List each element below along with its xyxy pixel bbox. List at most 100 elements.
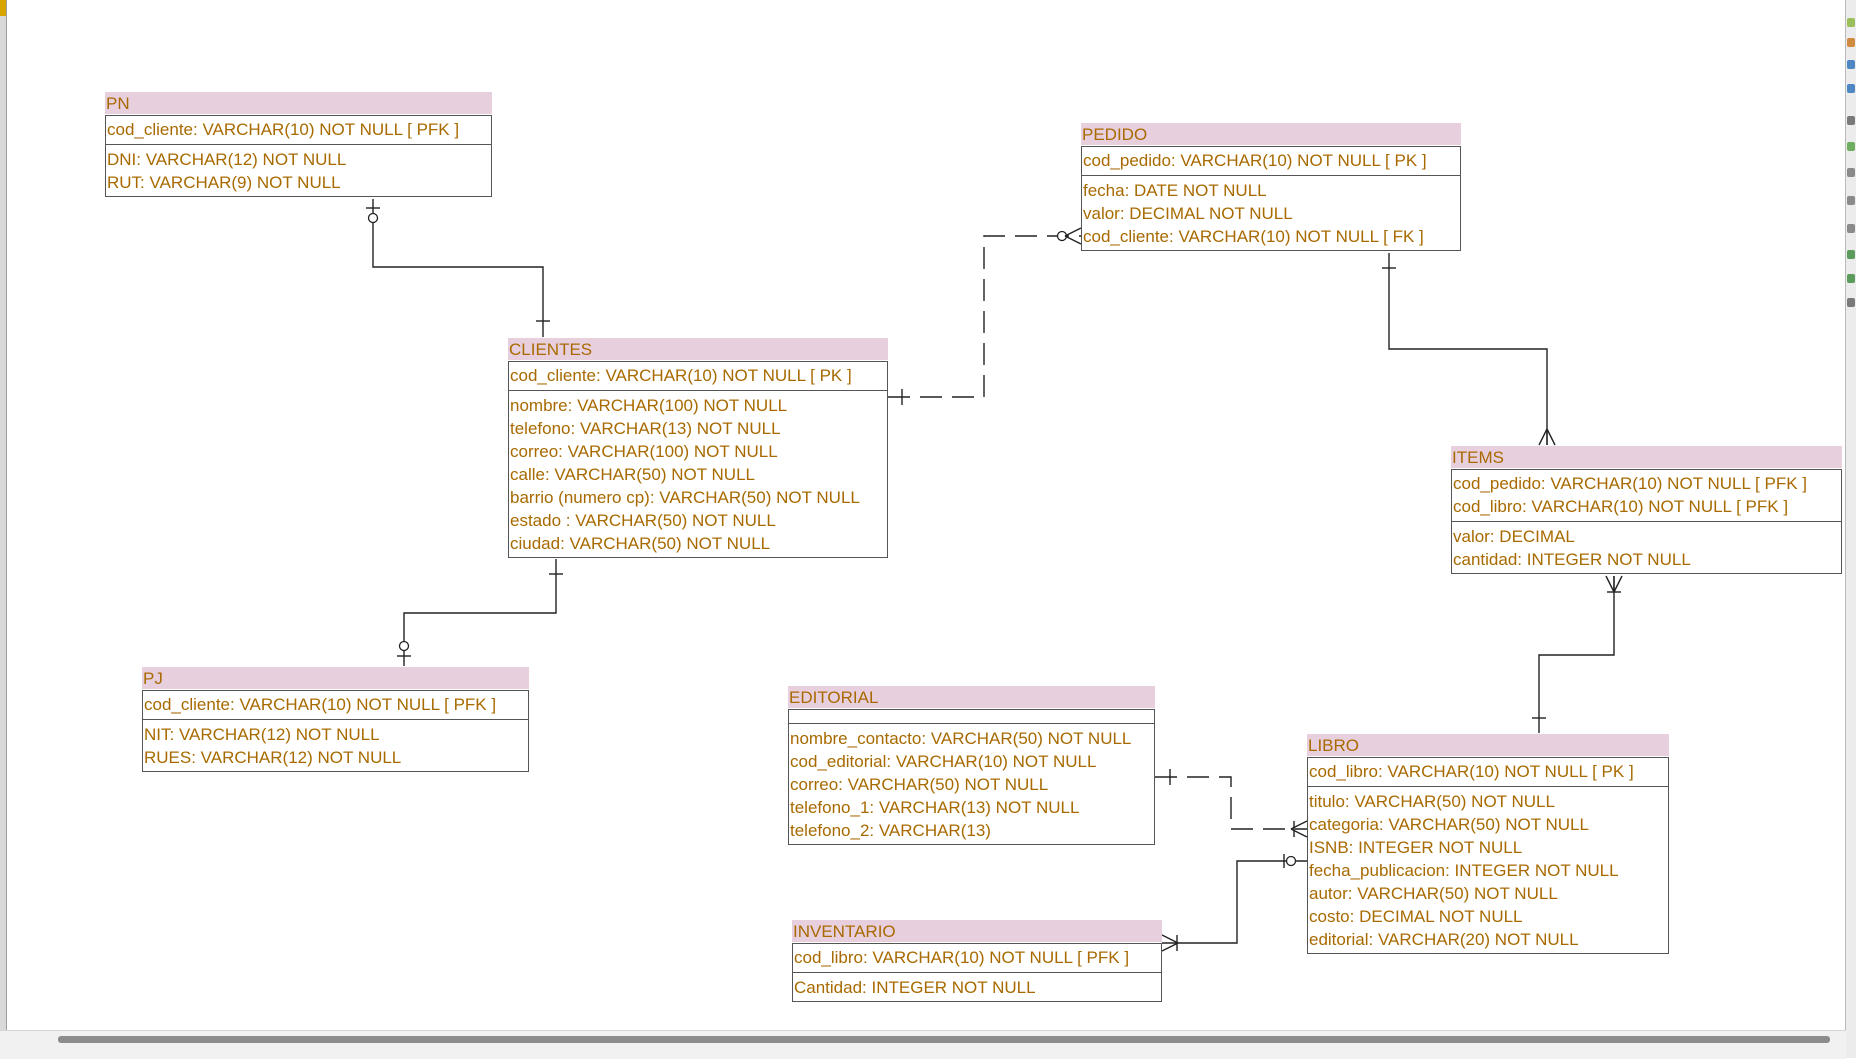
entity-attributes: titulo: VARCHAR(50) NOT NULL categoria: V… [1308,787,1668,953]
table-icon[interactable] [1847,116,1855,125]
entity-keys: cod_cliente: VARCHAR(10) NOT NULL [ PFK … [143,691,528,720]
entity-attributes: nombre_contacto: VARCHAR(50) NOT NULL cod… [789,724,1154,844]
attribute-row: telefono: VARCHAR(13) NOT NULL [510,419,781,438]
entity-libro[interactable]: LIBRO cod_libro: VARCHAR(10) NOT NULL [ … [1307,734,1669,954]
relation-icon[interactable] [1847,250,1855,259]
entity-items[interactable]: ITEMS cod_pedido: VARCHAR(10) NOT NULL [… [1451,446,1842,574]
attribute-row: cod_cliente: VARCHAR(10) NOT NULL [ PK ] [510,366,852,385]
zoom-in-icon[interactable] [1847,18,1855,27]
attribute-row: editorial: VARCHAR(20) NOT NULL [1309,930,1579,949]
attribute-row: nombre_contacto: VARCHAR(50) NOT NULL [790,729,1132,748]
optional-marker [1285,855,1297,867]
attribute-row: cod_pedido: VARCHAR(10) NOT NULL [ PK ] [1083,151,1427,170]
note-icon[interactable] [1847,168,1855,177]
attribute-row: calle: VARCHAR(50) NOT NULL [510,465,755,484]
entity-pedido[interactable]: PEDIDO cod_pedido: VARCHAR(10) NOT NULL … [1081,123,1461,251]
attribute-row: cantidad: INTEGER NOT NULL [1453,550,1691,569]
entity-title: PEDIDO [1081,123,1461,145]
many-marker [1605,575,1615,593]
entity-editorial[interactable]: EDITORIAL nombre_contacto: VARCHAR(50) N… [788,686,1155,845]
attribute-row: cod_libro: VARCHAR(10) NOT NULL [ PFK ] [1453,497,1789,516]
attribute-row: cod_libro: VARCHAR(10) NOT NULL [ PK ] [1309,762,1634,781]
entity-attributes: nombre: VARCHAR(100) NOT NULL telefono: V… [509,391,887,557]
entity-title: ITEMS [1451,446,1842,468]
scrollbar-thumb[interactable] [58,1036,1830,1043]
entity-inventario[interactable]: INVENTARIO cod_libro: VARCHAR(10) NOT NU… [792,920,1162,1002]
entity-attributes: DNI: VARCHAR(12) NOT NULL RUT: VARCHAR(9)… [106,145,491,196]
attribute-row: barrio (numero cp): VARCHAR(50) NOT NULL [510,488,860,507]
attribute-row: telefono_1: VARCHAR(13) NOT NULL [790,798,1080,817]
horizontal-scrollbar[interactable] [0,1030,1846,1059]
entity-title: CLIENTES [508,338,888,360]
right-toolbar [1845,0,1856,1058]
entity-attributes: fecha: DATE NOT NULL valor: DECIMAL NOT N… [1082,176,1460,250]
attribute-row: telefono_2: VARCHAR(13) [790,821,991,840]
attribute-row: NIT: VARCHAR(12) NOT NULL [144,725,380,744]
left-gutter [0,0,7,1040]
attribute-row: valor: DECIMAL NOT NULL [1083,204,1293,223]
search-icon[interactable] [1847,84,1855,93]
entity-keys: cod_libro: VARCHAR(10) NOT NULL [ PFK ] [793,944,1161,973]
entity-pj[interactable]: PJ cod_cliente: VARCHAR(10) NOT NULL [ P… [142,667,529,772]
relationship-clientes-pj[interactable] [403,559,557,666]
attribute-row: ISNB: INTEGER NOT NULL [1309,838,1523,857]
many-marker [1613,575,1623,593]
view-icon[interactable] [1847,142,1855,151]
entity-keys: cod_libro: VARCHAR(10) NOT NULL [ PK ] [1308,758,1668,787]
attribute-row: cod_editorial: VARCHAR(10) NOT NULL [790,752,1097,771]
entity-title: EDITORIAL [788,686,1155,708]
attribute-row: costo: DECIMAL NOT NULL [1309,907,1523,926]
entity-keys [789,710,1154,724]
entity-keys: cod_cliente: VARCHAR(10) NOT NULL [ PK ] [509,362,887,391]
relationship-pedido-items[interactable] [1388,253,1548,445]
many-marker [1538,428,1548,446]
attribute-row: titulo: VARCHAR(50) NOT NULL [1309,792,1555,811]
attribute-row: autor: VARCHAR(50) NOT NULL [1309,884,1558,903]
entity-title: PN [105,92,492,114]
attribute-row: DNI: VARCHAR(12) NOT NULL [107,150,347,169]
entity-keys: cod_pedido: VARCHAR(10) NOT NULL [ PK ] [1082,147,1460,176]
attribute-row: fecha: DATE NOT NULL [1083,181,1267,200]
relationship-pn-clientes[interactable] [372,199,544,337]
attribute-row: Cantidad: INTEGER NOT NULL [794,978,1036,997]
many-marker [1064,235,1082,245]
relationship-editorial-libro[interactable] [1155,776,1307,830]
entity-attributes: NIT: VARCHAR(12) NOT NULL RUES: VARCHAR(1… [143,720,528,771]
entity-clientes[interactable]: CLIENTES cod_cliente: VARCHAR(10) NOT NU… [508,338,888,558]
attribute-row: ciudad: VARCHAR(50) NOT NULL [510,534,771,553]
attribute-row: categoria: VARCHAR(50) NOT NULL [1309,815,1589,834]
entity-attributes: Cantidad: INTEGER NOT NULL [793,973,1161,1001]
entity-pn[interactable]: PN cod_cliente: VARCHAR(10) NOT NULL [ P… [105,92,492,197]
attribute-row: correo: VARCHAR(50) NOT NULL [790,775,1049,794]
relation-self-icon[interactable] [1847,298,1855,307]
entity-title: LIBRO [1307,734,1669,756]
many-marker [1064,227,1082,237]
merge-icon[interactable] [1847,224,1855,233]
relation-dashed-icon[interactable] [1847,274,1855,283]
many-marker [1161,942,1179,952]
attribute-row: valor: DECIMAL [1453,527,1575,546]
many-marker [1546,428,1556,446]
split-icon[interactable] [1847,196,1855,205]
resize-handle[interactable] [0,0,6,16]
attribute-row: nombre: VARCHAR(100) NOT NULL [510,396,788,415]
empty-key-section [790,712,1154,720]
attribute-row: cod_libro: VARCHAR(10) NOT NULL [ PFK ] [794,948,1130,967]
optional-marker [398,640,410,652]
attribute-row: correo: VARCHAR(100) NOT NULL [510,442,778,461]
relationship-clientes-pedido[interactable] [888,235,1081,398]
attribute-row: fecha_publicacion: INTEGER NOT NULL [1309,861,1619,880]
attribute-row: RUT: VARCHAR(9) NOT NULL [107,173,341,192]
attribute-row: cod_cliente: VARCHAR(10) NOT NULL [ PFK … [107,120,460,139]
relationship-items-libro[interactable] [1538,576,1615,733]
entity-title: INVENTARIO [792,920,1162,942]
relationship-libro-inventario[interactable] [1162,860,1307,944]
attribute-row: cod_cliente: VARCHAR(10) NOT NULL [ PFK … [144,695,497,714]
attribute-row: cod_pedido: VARCHAR(10) NOT NULL [ PFK ] [1453,474,1807,493]
zoom-out-icon[interactable] [1847,38,1855,47]
entity-attributes: valor: DECIMAL cantidad: INTEGER NOT NULL [1452,522,1841,573]
attribute-row: RUES: VARCHAR(12) NOT NULL [144,748,402,767]
fit-icon[interactable] [1847,60,1855,69]
attribute-row: cod_cliente: VARCHAR(10) NOT NULL [ FK ] [1083,227,1424,246]
